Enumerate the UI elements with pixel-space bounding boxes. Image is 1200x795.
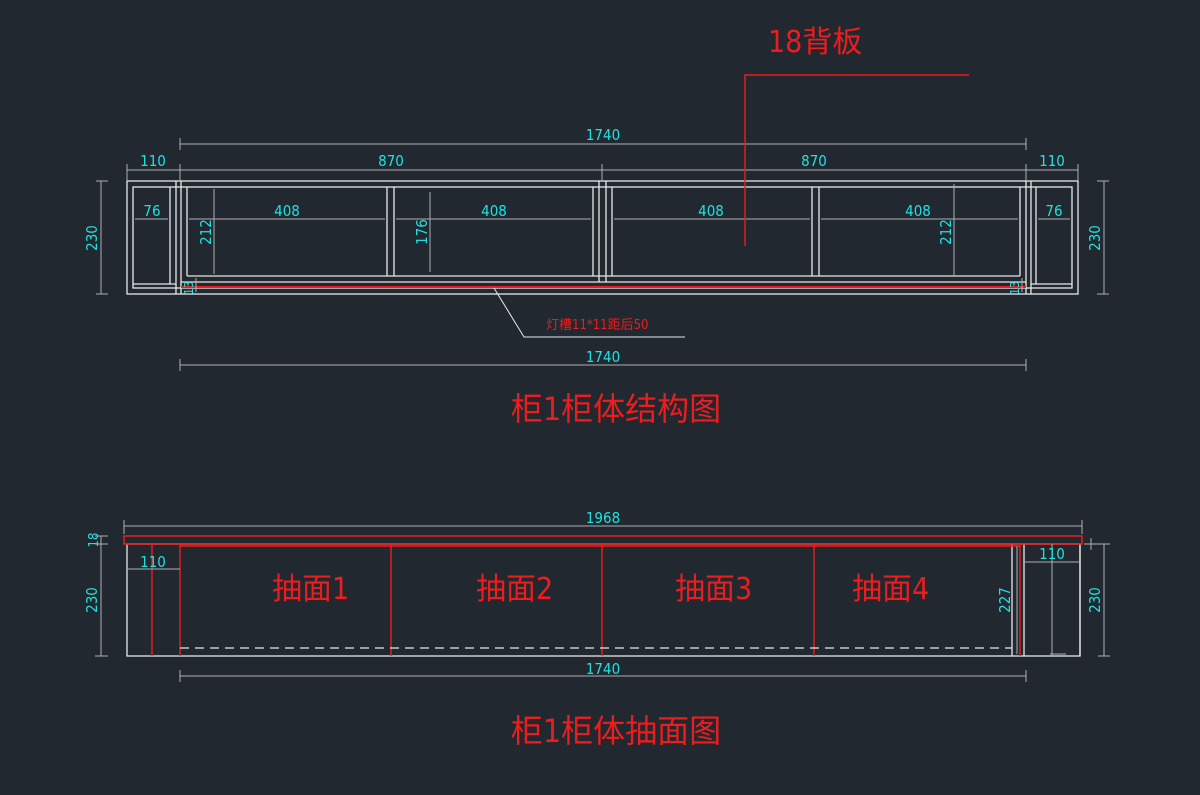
dim-front-left-end: 110 [140, 553, 166, 571]
light-groove-label: 灯槽11*11距后50 [546, 318, 648, 333]
drawer-dividers [151, 544, 1021, 656]
dim-inner-height-right: 212 [937, 219, 955, 245]
dim-half-left: 870 [378, 152, 404, 170]
drawer-label-1: 抽面1 [272, 572, 349, 607]
top-panel [123, 535, 1083, 545]
dim-left-end: 110 [140, 152, 166, 170]
dim-front-height-right: 230 [1086, 587, 1104, 613]
drawer-front-view: 1968 110 110 1740 18 230 227 230 抽面1 抽面2… [83, 509, 1110, 750]
dim-front-overall-top: 1968 [586, 509, 620, 527]
drawer-front-title: 柜1柜体抽面图 [511, 712, 721, 750]
drawer-label-3: 抽面3 [675, 572, 752, 607]
dim-front-height-left: 230 [83, 587, 101, 613]
dim-front-top-thickness: 18 [87, 533, 102, 548]
structure-title: 柜1柜体结构图 [511, 390, 721, 428]
dim-groove-right: 13 [1008, 281, 1022, 295]
dim-compartment-1: 408 [274, 202, 300, 220]
dim-inner-height-mid: 176 [413, 219, 431, 245]
dim-height-left: 230 [83, 225, 101, 251]
dim-height-right: 230 [1086, 225, 1104, 251]
dim-inner-height-left: 212 [197, 219, 215, 245]
back-panel-leader [744, 74, 969, 246]
dim-groove-left: 13 [182, 281, 196, 295]
structure-leaders [493, 287, 685, 338]
dim-compartment-3: 408 [698, 202, 724, 220]
structure-dimension-lines [96, 138, 1109, 371]
structure-view: 1740 110 870 870 110 76 76 408 408 408 4… [83, 25, 1109, 428]
dim-overall-bottom: 1740 [586, 348, 620, 366]
dim-front-right-end: 110 [1039, 545, 1065, 563]
structure-outline [126, 180, 1079, 295]
dim-end-inner-right: 76 [1045, 202, 1062, 220]
drawer-label-2: 抽面2 [476, 572, 553, 607]
drawer-dimension-lines [95, 520, 1110, 682]
dim-half-right: 870 [801, 152, 827, 170]
dim-overall-top: 1740 [586, 126, 620, 144]
drawer-outline [126, 543, 1081, 657]
dim-front-overall-bottom: 1740 [586, 660, 620, 678]
drawer-label-4: 抽面4 [852, 572, 929, 607]
back-panel-label: 18背板 [768, 25, 862, 60]
dim-end-inner-left: 76 [143, 202, 160, 220]
dim-front-inner-height: 227 [996, 587, 1014, 613]
dim-compartment-4: 408 [905, 202, 931, 220]
dim-compartment-2: 408 [481, 202, 507, 220]
dim-right-end: 110 [1039, 152, 1065, 170]
